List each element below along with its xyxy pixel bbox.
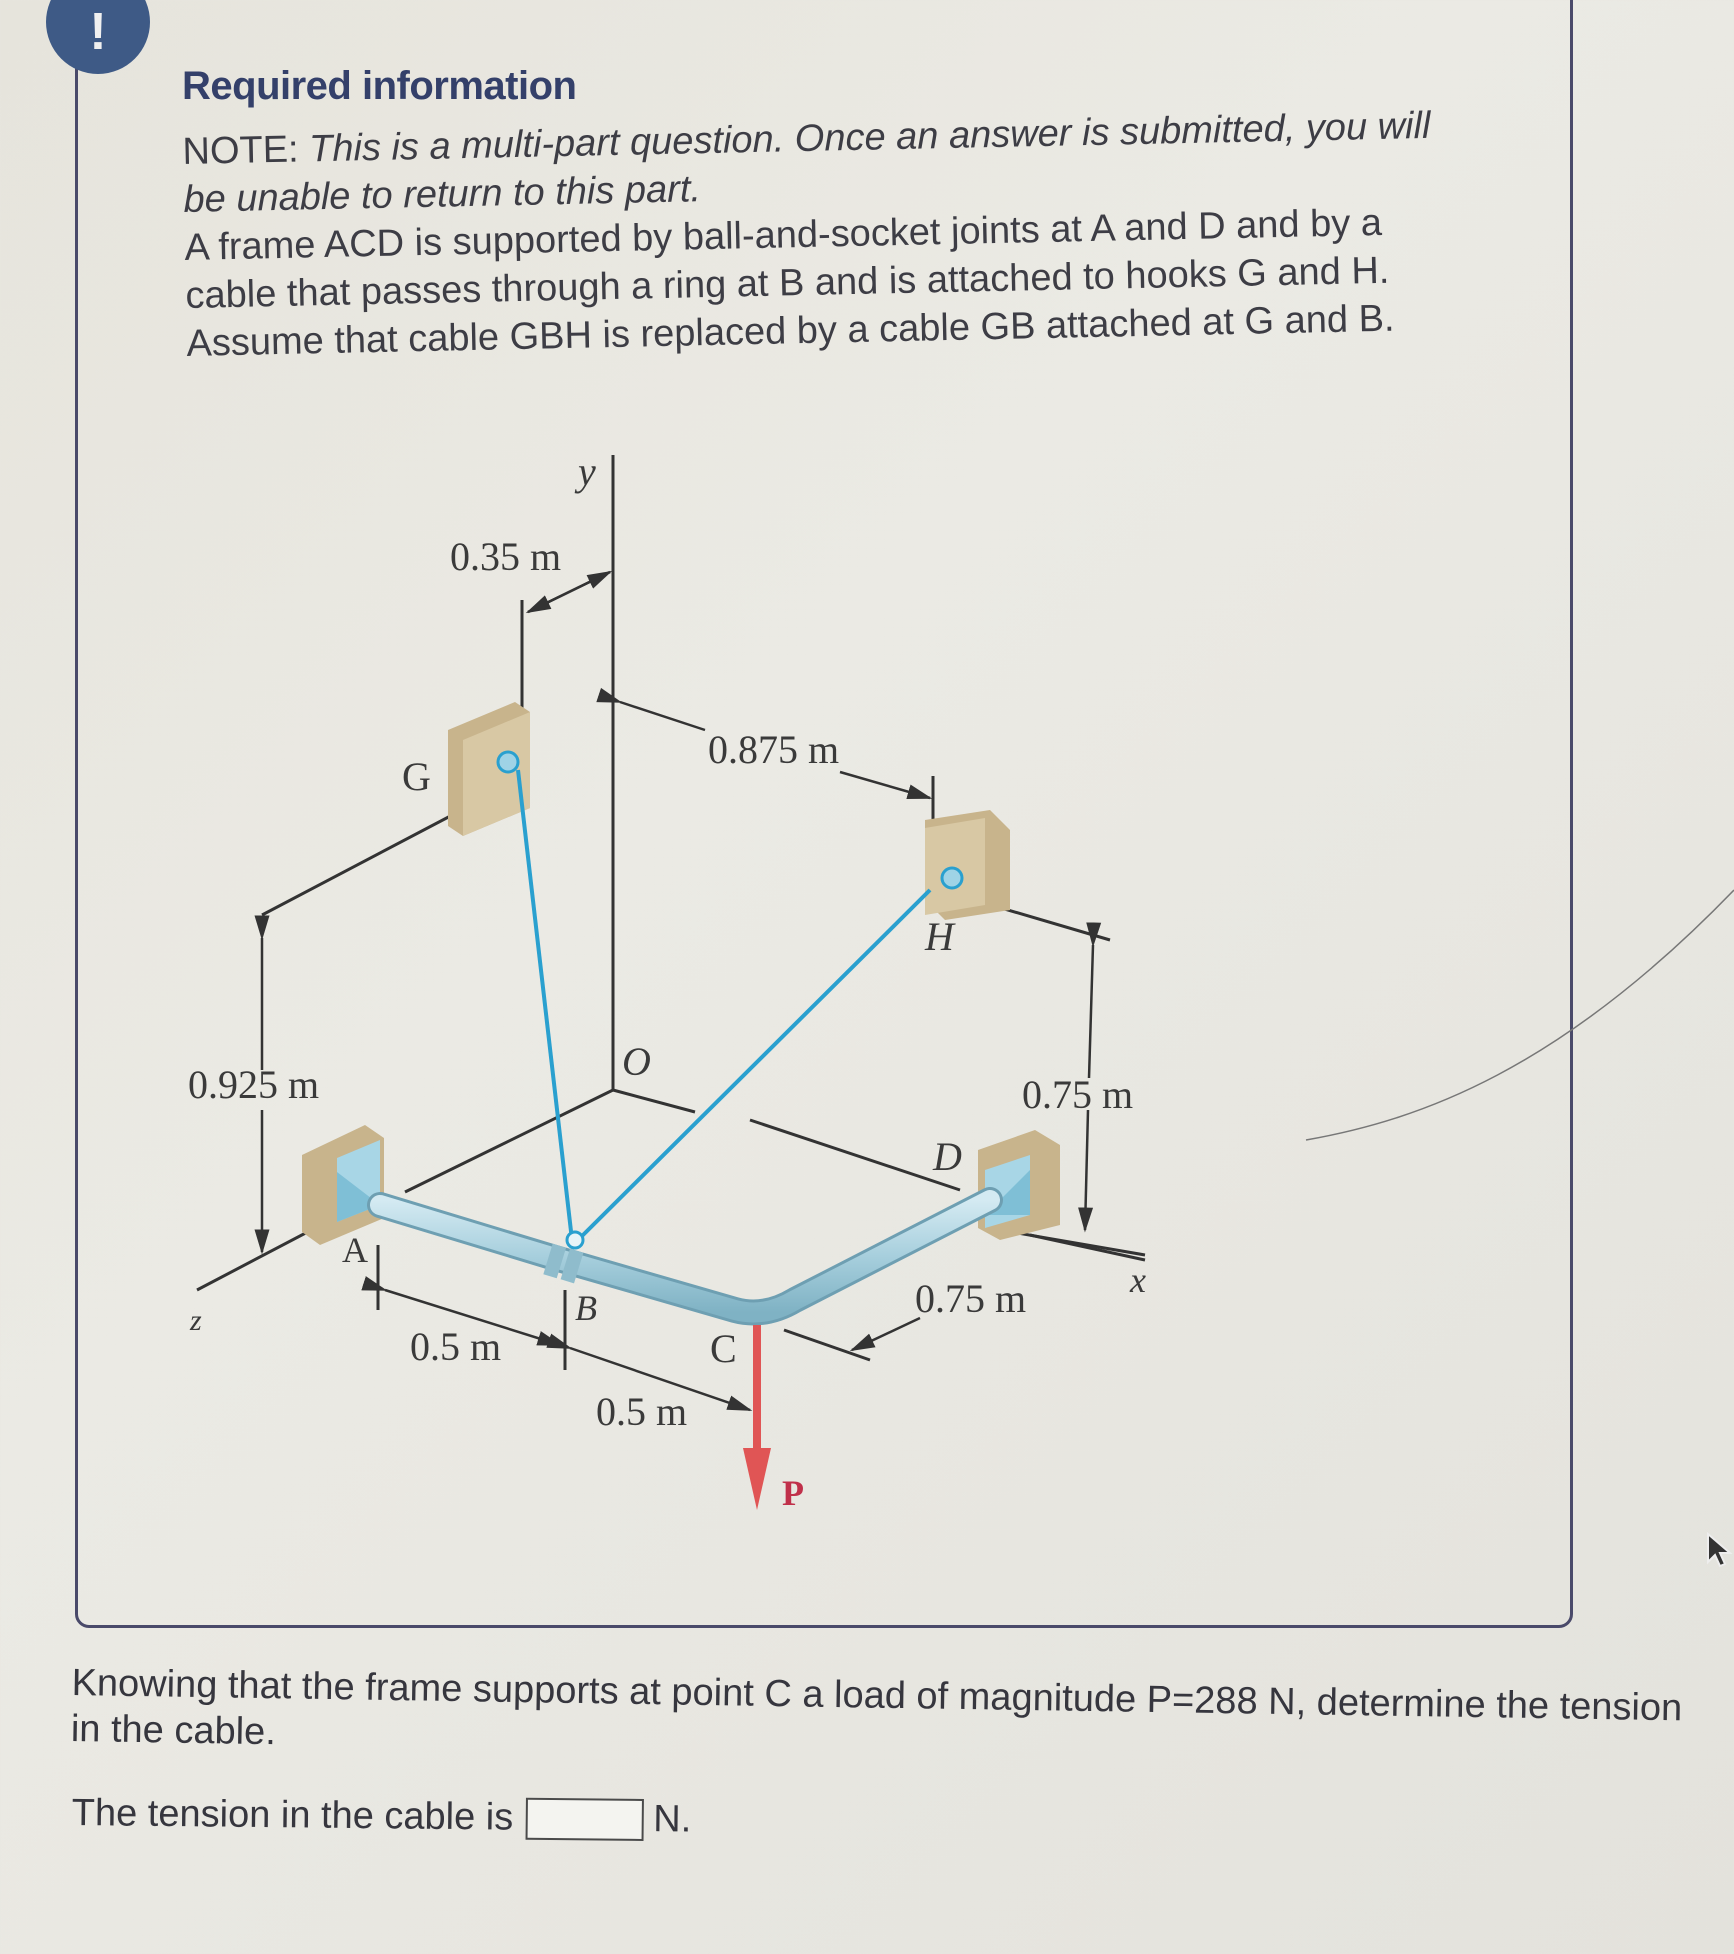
required-info-panel <box>75 0 1573 1628</box>
exclamation-icon: ! <box>89 3 107 61</box>
x-axis-label: x <box>1129 1260 1146 1300</box>
note-prefix: NOTE: <box>182 128 310 173</box>
support-G <box>448 702 530 836</box>
origin-label: O <box>622 1039 651 1084</box>
dim-0.925: 0.925 m <box>188 1062 319 1107</box>
dim-0.5-BC: 0.5 m <box>596 1389 687 1434</box>
required-info-title: Required information <box>182 64 577 108</box>
support-A <box>302 1125 384 1245</box>
problem-statement: NOTE: This is a multi-part question. Onc… <box>182 101 1487 368</box>
support-D <box>978 1130 1060 1240</box>
question-text: Knowing that the frame supports at point… <box>70 1661 1683 1754</box>
tension-answer-input[interactable] <box>525 1797 644 1841</box>
dim-0.75-vertical: 0.75 m <box>1022 1072 1133 1117</box>
label-H: H <box>924 914 956 959</box>
dim-0.5-AB: 0.5 m <box>410 1324 501 1369</box>
dim-0.75-horizontal: 0.75 m <box>915 1276 1026 1321</box>
label-C: C <box>710 1326 737 1371</box>
load-P-label: P <box>782 1473 804 1513</box>
label-B: B <box>575 1288 597 1328</box>
answer-prefix: The tension in the cable is <box>71 1792 514 1839</box>
answer-unit: N. <box>653 1798 692 1841</box>
z-axis-label: z <box>189 1304 202 1337</box>
support-H <box>925 810 1010 920</box>
label-D: D <box>932 1134 962 1179</box>
frame-diagram: y 0.35 m 0.875 m G H 0.75 m 0.925 m z x … <box>188 449 1146 1513</box>
cable-BH <box>576 888 932 1242</box>
cable-GB <box>516 769 574 1241</box>
mouse-cursor-icon <box>1707 1532 1733 1568</box>
label-G: G <box>402 754 431 799</box>
dim-0.35: 0.35 m <box>450 534 561 579</box>
label-A: A <box>342 1230 368 1270</box>
answer-row: The tension in the cable is N. <box>72 1792 692 1841</box>
dim-0.875: 0.875 m <box>708 727 839 772</box>
y-axis-label: y <box>574 449 596 494</box>
